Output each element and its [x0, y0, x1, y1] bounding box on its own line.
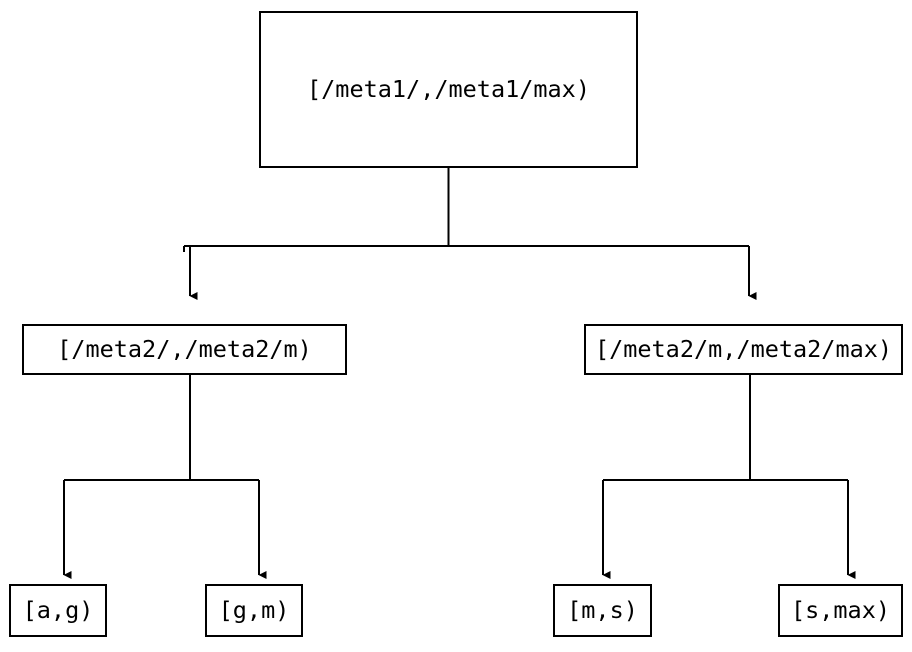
node-leaf-g-m[interactable]: [g,m)	[205, 584, 303, 637]
node-leaf-s-max[interactable]: [s,max)	[778, 584, 903, 637]
edge-midright-to-leaves	[602, 375, 856, 579]
node-mid-right[interactable]: [/meta2/m,/meta2/max)	[584, 324, 903, 375]
node-leaf-s-max-label: [s,max)	[790, 595, 891, 624]
node-mid-left-label: [/meta2/,/meta2/m)	[57, 334, 312, 363]
node-root-label: [/meta1/,/meta1/max)	[307, 74, 590, 103]
node-mid-left[interactable]: [/meta2/,/meta2/m)	[22, 324, 347, 375]
node-root[interactable]: [/meta1/,/meta1/max)	[259, 11, 638, 168]
edge-midleft-to-leaves	[63, 375, 267, 579]
node-leaf-a-g-label: [a,g)	[22, 595, 94, 624]
node-leaf-m-s[interactable]: [m,s)	[553, 584, 652, 637]
node-leaf-a-g[interactable]: [a,g)	[9, 584, 107, 637]
edge-root-to-level1	[183, 168, 757, 300]
node-leaf-g-m-label: [g,m)	[218, 595, 290, 624]
node-leaf-m-s-label: [m,s)	[567, 595, 638, 624]
node-mid-right-label: [/meta2/m,/meta2/max)	[594, 334, 893, 363]
